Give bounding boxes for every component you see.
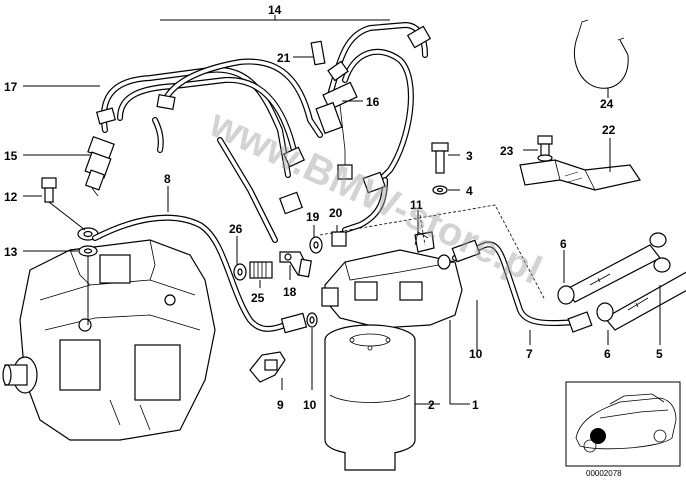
hoses-5-6 [557, 232, 686, 331]
document-number: 00002078 [586, 469, 622, 478]
callout-20: 20 [329, 206, 343, 220]
callout-6a: 6 [560, 237, 567, 251]
callout-5: 5 [656, 347, 663, 361]
bolt-3 [431, 142, 449, 174]
callout-19: 19 [306, 210, 320, 224]
callout-10b: 10 [303, 398, 317, 412]
callout-24: 24 [600, 97, 614, 111]
injector [84, 117, 164, 197]
callout-1: 1 [472, 398, 479, 412]
callout-23: 23 [500, 144, 514, 158]
bolt-23 [537, 135, 553, 162]
callout-18: 18 [283, 285, 297, 299]
callout-22: 22 [602, 123, 616, 137]
callout-3: 3 [466, 149, 473, 163]
callout-2: 2 [428, 398, 435, 412]
callout-12: 12 [4, 190, 18, 204]
clamp-24 [573, 19, 629, 89]
callout-10a: 10 [469, 347, 483, 361]
callout-6b: 6 [604, 347, 611, 361]
callout-7: 7 [526, 347, 533, 361]
sensor-16-21 [310, 40, 358, 180]
callout-26: 26 [229, 222, 243, 236]
callout-25: 25 [251, 291, 265, 305]
car-location-inset: 00002078 [565, 381, 681, 478]
callout-labels: 14 21 16 17 15 12 8 13 3 4 23 22 24 11 2… [4, 3, 663, 412]
callout-11: 11 [410, 198, 423, 212]
washer-4 [432, 185, 448, 195]
callout-17: 17 [4, 80, 18, 94]
callout-15: 15 [4, 149, 18, 163]
injection-pump [2, 239, 216, 441]
return-line-7 [414, 231, 593, 333]
seal-ring-10 [306, 312, 318, 328]
filter-head [321, 231, 463, 329]
callout-21: 21 [277, 51, 291, 65]
callout-4: 4 [466, 184, 473, 198]
part-9 [249, 351, 286, 383]
hollow-bolt-12 [41, 177, 57, 203]
injection-lines [95, 22, 432, 243]
fuel-line-8 [92, 214, 308, 334]
reference-lines [319, 204, 546, 301]
fuel-filter [324, 324, 416, 471]
callout-13: 13 [4, 245, 18, 259]
leader-lines [23, 15, 661, 405]
bracket-22 [519, 159, 641, 191]
small-parts [233, 231, 347, 281]
callout-16: 16 [366, 95, 380, 109]
callout-9: 9 [277, 398, 284, 412]
seal-ring-13 [77, 227, 99, 257]
callout-8: 8 [164, 172, 171, 186]
callout-14: 14 [268, 3, 282, 17]
